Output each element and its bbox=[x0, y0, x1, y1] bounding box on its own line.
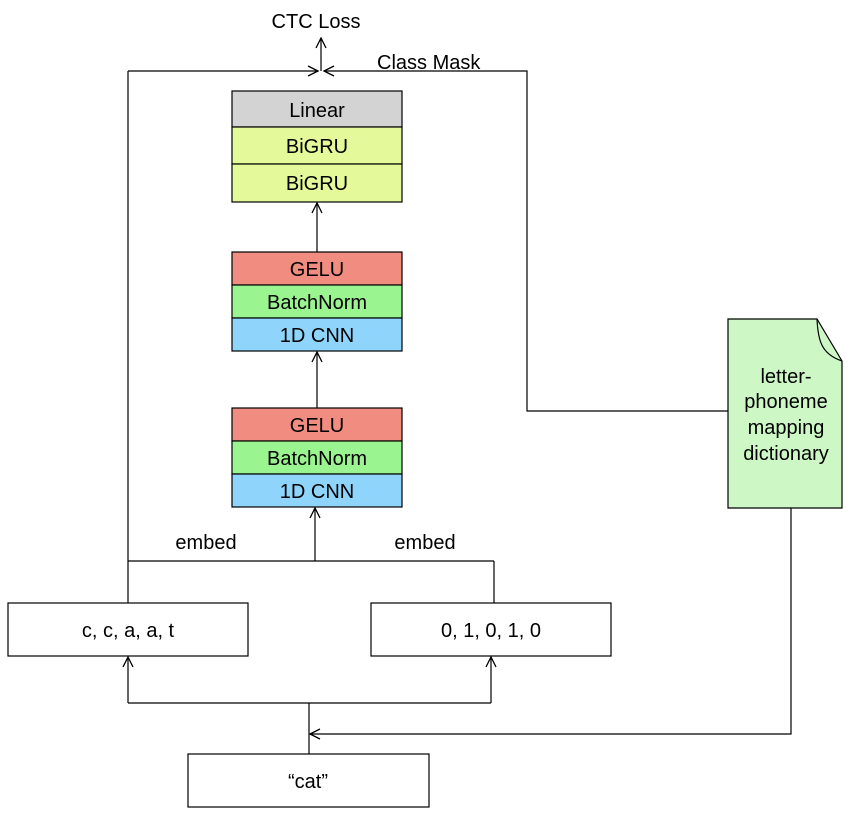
conv-layer-upper-label: 1D CNN bbox=[280, 325, 354, 347]
conv-layer-lower bbox=[231, 473, 403, 508]
cnn-block-lower: GELU BatchNorm 1D CNN bbox=[231, 407, 403, 508]
class-mask-label: Class Mask bbox=[377, 52, 481, 74]
dictionary-line-1: letter- bbox=[760, 366, 811, 388]
dictionary-line-2: phoneme bbox=[744, 391, 827, 413]
batchnorm-layer-upper bbox=[231, 284, 403, 319]
linear-layer-label: Linear bbox=[289, 100, 345, 122]
bigru-layer-1-label: BiGRU bbox=[286, 136, 348, 158]
class-mask-path bbox=[324, 71, 728, 412]
letters-input-label: c, c, a, a, t bbox=[82, 620, 175, 642]
linear-layer bbox=[231, 90, 403, 128]
conv-layer-upper bbox=[231, 317, 403, 352]
embed-label-right: embed bbox=[394, 532, 455, 554]
conv-layer-lower-label: 1D CNN bbox=[280, 481, 354, 503]
dictionary-page-fold bbox=[816, 318, 843, 362]
dictionary-line-4: dictionary bbox=[743, 443, 829, 465]
letters-input-box bbox=[7, 602, 249, 657]
cnn-block-upper: GELU BatchNorm 1D CNN bbox=[231, 251, 403, 352]
bigru-layer-2-label: BiGRU bbox=[286, 173, 348, 195]
flags-input-box bbox=[370, 602, 612, 657]
dictionary-to-word-path bbox=[310, 508, 792, 734]
rnn-stack: Linear BiGRU BiGRU bbox=[231, 90, 403, 203]
word-input-box bbox=[187, 753, 430, 808]
letter-phoneme-dictionary: letter- phoneme mapping dictionary bbox=[727, 318, 843, 509]
dictionary-line-3: mapping bbox=[748, 417, 825, 439]
gelu-layer-lower bbox=[231, 407, 403, 442]
flags-input-label: 0, 1, 0, 1, 0 bbox=[441, 620, 541, 642]
bigru-layer-1 bbox=[231, 126, 403, 165]
batchnorm-layer-lower-label: BatchNorm bbox=[267, 448, 367, 470]
batchnorm-layer-upper-label: BatchNorm bbox=[267, 292, 367, 314]
dictionary-document-icon bbox=[727, 318, 843, 509]
embed-label-left: embed bbox=[175, 532, 236, 554]
ctc-loss-label: CTC Loss bbox=[272, 11, 361, 33]
batchnorm-layer-lower bbox=[231, 440, 403, 475]
gelu-layer-lower-label: GELU bbox=[290, 415, 344, 437]
word-input-label: “cat” bbox=[288, 771, 328, 793]
gelu-layer-upper-label: GELU bbox=[290, 259, 344, 281]
